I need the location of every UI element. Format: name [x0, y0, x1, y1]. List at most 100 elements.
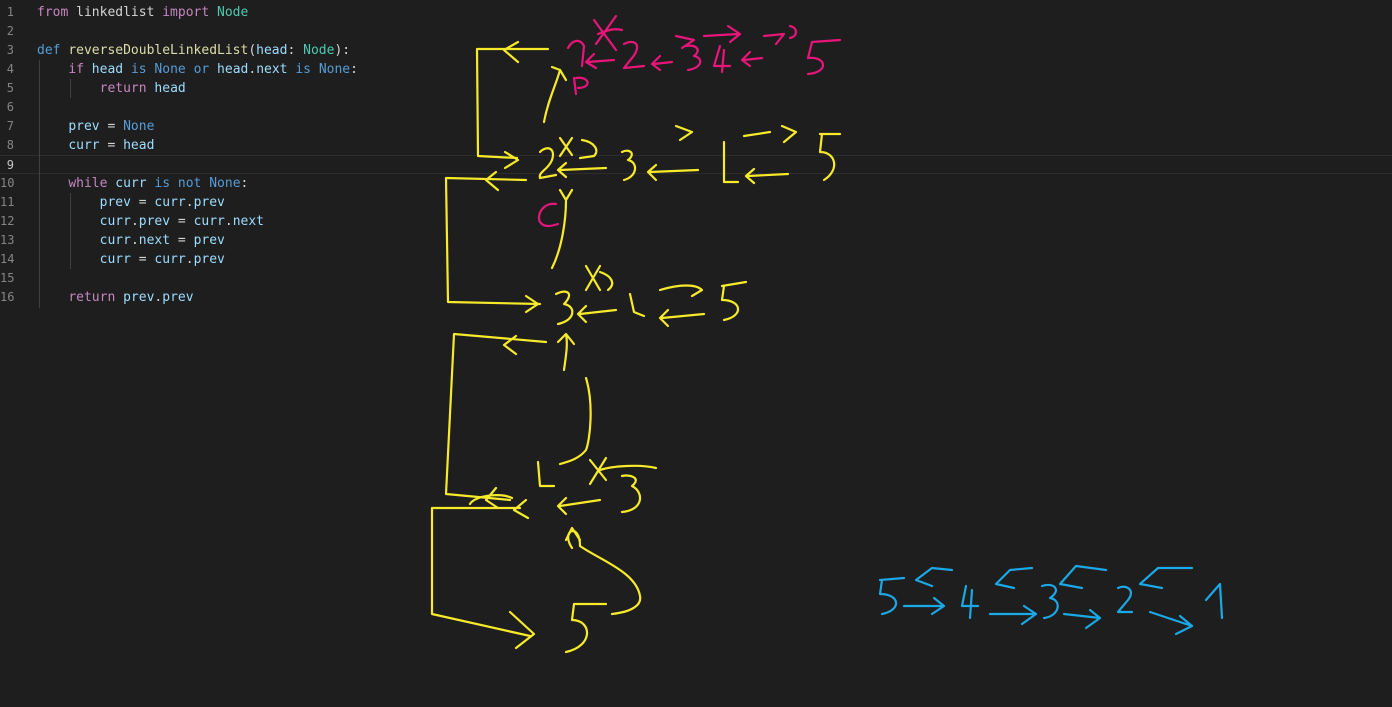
code-token: prev: [99, 195, 131, 210]
line-code[interactable]: prev = curr.prev: [37, 193, 225, 212]
indent-guide: [70, 193, 71, 269]
blue-ink-annotations: [878, 564, 1224, 636]
line-code[interactable]: from linkedlist import Node: [37, 3, 248, 22]
code-token: curr: [99, 214, 131, 229]
code-token: is: [130, 62, 147, 77]
code-token: not: [177, 176, 202, 191]
line-number: 13: [0, 233, 15, 247]
code-token: .: [154, 290, 163, 305]
line-number: 6: [6, 100, 14, 114]
code-token: prev: [138, 214, 171, 229]
code-line[interactable]: 9: [0, 155, 1392, 174]
line-code[interactable]: curr.prev = curr.next: [37, 212, 264, 231]
code-line[interactable]: 1 from linkedlist import Node: [0, 3, 1392, 22]
code-line[interactable]: 10 while curr is not None:: [0, 174, 1392, 193]
code-token: .: [224, 214, 233, 229]
line-number: 2: [6, 24, 14, 38]
code-line[interactable]: 8 curr = head: [0, 136, 1392, 155]
code-line[interactable]: 14 curr = curr.prev: [0, 250, 1392, 269]
indent-guide: [70, 79, 71, 98]
line-number: 8: [6, 138, 14, 152]
code-token: reverseDoubleLinkedList: [68, 43, 249, 58]
code-token: [115, 290, 123, 305]
line-number: 10: [0, 176, 15, 190]
code-token: if: [68, 62, 84, 77]
line-code[interactable]: prev = None: [37, 117, 154, 136]
line-number: 12: [0, 214, 15, 228]
line-number: 7: [6, 119, 14, 133]
code-line[interactable]: 4 if head is None or head.next is None:: [0, 60, 1392, 79]
code-token: curr: [99, 252, 131, 267]
code-line[interactable]: 2: [0, 22, 1392, 41]
line-code[interactable]: if head is None or head.next is None:: [37, 60, 358, 79]
code-token: [170, 176, 178, 191]
code-token: [209, 62, 217, 77]
code-token: is: [295, 62, 311, 77]
code-token: =: [130, 252, 155, 267]
code-line[interactable]: 11 prev = curr.prev: [0, 193, 1392, 212]
code-token: [311, 62, 319, 77]
code-token: Node: [217, 5, 249, 20]
code-line[interactable]: 16 return prev.prev: [0, 288, 1392, 307]
line-code[interactable]: curr = head: [37, 136, 154, 155]
code-token: [84, 62, 92, 77]
line-number: 1: [6, 5, 14, 19]
code-token: next: [256, 62, 288, 77]
code-token: prev: [193, 252, 225, 267]
code-token: prev: [162, 290, 194, 305]
line-code[interactable]: def reverseDoubleLinkedList(head: Node):: [37, 41, 350, 60]
code-token: .: [185, 195, 194, 210]
indent-guide: [39, 60, 40, 308]
line-code[interactable]: return head: [37, 79, 186, 98]
code-token: [37, 81, 100, 96]
code-token: head: [91, 62, 124, 77]
code-token: curr: [68, 138, 100, 153]
code-token: [209, 5, 217, 20]
line-code[interactable]: while curr is not None:: [37, 174, 248, 193]
code-token: from: [37, 5, 69, 20]
code-token: [37, 62, 68, 77]
code-token: ):: [334, 43, 351, 58]
code-line[interactable]: 12 curr.prev = curr.next: [0, 212, 1392, 231]
line-number: 9: [6, 158, 14, 172]
code-token: return: [68, 290, 116, 305]
code-token: [123, 62, 131, 77]
code-token: curr: [154, 252, 186, 267]
code-token: .: [130, 214, 139, 229]
code-token: [37, 290, 68, 305]
code-line[interactable]: 15: [0, 269, 1392, 288]
code-token: curr: [99, 233, 131, 248]
code-line[interactable]: 7 prev = None: [0, 117, 1392, 136]
code-token: while: [68, 176, 108, 191]
line-number: 15: [0, 271, 15, 285]
code-token: None: [209, 176, 241, 191]
code-token: :: [240, 176, 249, 191]
code-token: .: [185, 252, 194, 267]
code-token: Node: [303, 43, 335, 58]
code-line[interactable]: 6: [0, 98, 1392, 117]
code-line[interactable]: 13 curr.next = prev: [0, 231, 1392, 250]
code-token: [186, 62, 194, 77]
line-code[interactable]: return prev.prev: [37, 288, 194, 307]
code-token: [37, 233, 100, 248]
line-code[interactable]: curr.next = prev: [37, 231, 225, 250]
code-token: head: [256, 43, 288, 58]
code-token: curr: [193, 214, 225, 229]
line-code[interactable]: curr = curr.prev: [37, 250, 225, 269]
code-token: or: [193, 62, 210, 77]
code-token: return: [99, 81, 147, 96]
code-token: linkedlist: [68, 5, 163, 20]
code-line[interactable]: 5 return head: [0, 79, 1392, 98]
code-token: head: [154, 81, 186, 96]
line-number: 11: [0, 195, 15, 209]
code-token: prev: [68, 119, 100, 134]
code-token: [37, 252, 100, 267]
code-token: .: [248, 62, 257, 77]
line-number: 16: [0, 290, 15, 304]
code-token: .: [130, 233, 139, 248]
line-number: 5: [6, 81, 14, 95]
code-token: head: [123, 138, 155, 153]
code-token: =: [170, 233, 194, 248]
